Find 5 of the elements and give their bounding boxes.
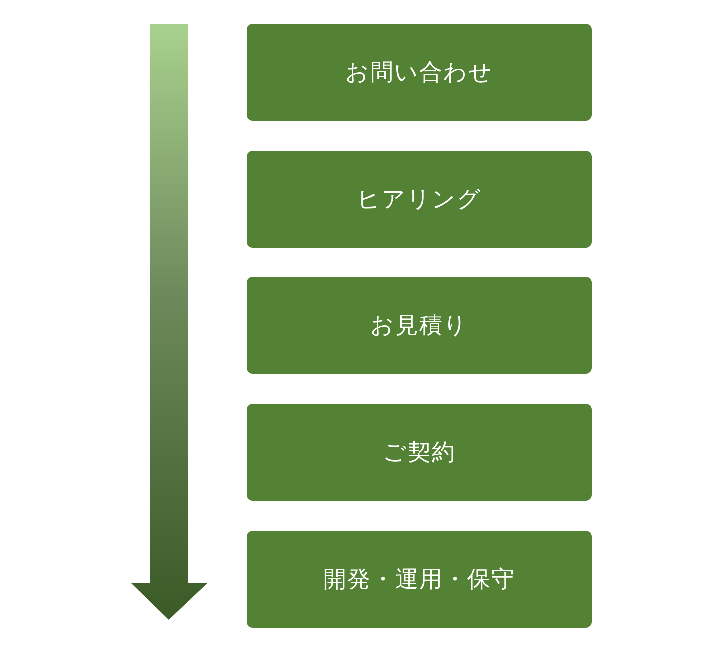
step-box: お問い合わせ	[247, 24, 592, 121]
step-box: ヒアリング	[247, 151, 592, 248]
step-box: ご契約	[247, 404, 592, 501]
step-box: お見積り	[247, 277, 592, 374]
step-box: 開発・運用・保守	[247, 531, 592, 628]
